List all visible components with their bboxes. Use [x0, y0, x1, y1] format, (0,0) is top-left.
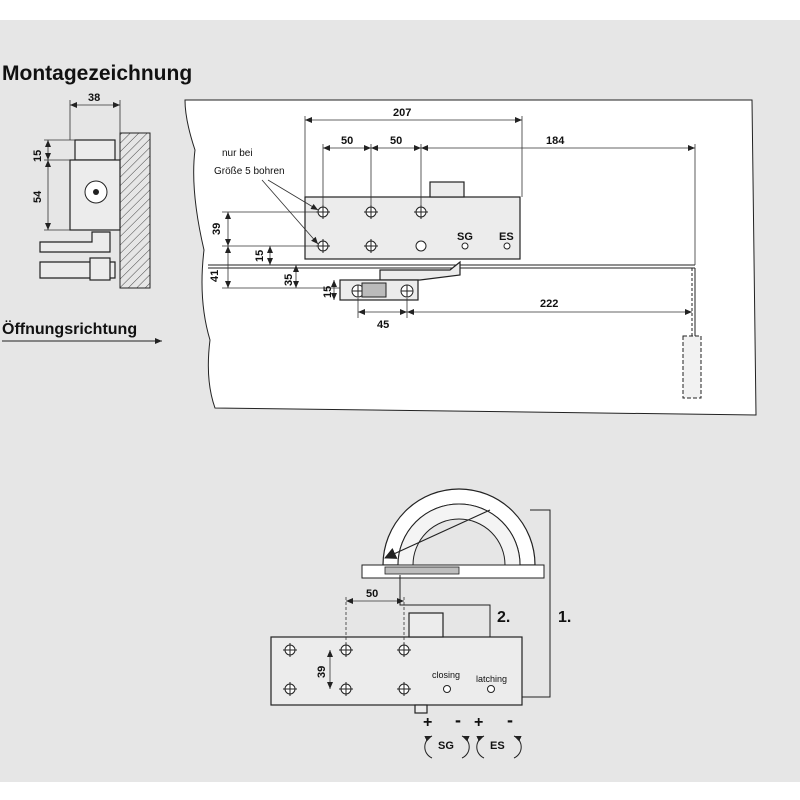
sg-rotate-cw-icon — [461, 735, 470, 759]
closer-spindle-front — [408, 612, 444, 638]
es-minus: - — [507, 710, 513, 730]
mounting-holes — [316, 205, 428, 253]
note-line-1: nur bei — [222, 148, 253, 159]
dim-184: 184 — [546, 135, 565, 147]
arm-upper — [39, 231, 111, 253]
front-view: SG ES nur bei Größe 5 bohren 207 — [184, 99, 757, 416]
hole — [415, 240, 427, 252]
dim-50-a: 50 — [341, 135, 353, 147]
sg-rotate-ccw-icon — [424, 735, 433, 759]
note-line-2: Größe 5 bohren — [214, 166, 285, 177]
dim-15-front: 15 — [254, 250, 266, 262]
dim-39: 39 — [211, 223, 223, 235]
arm-shoe — [89, 257, 111, 281]
dim-15-bracket: 15 — [322, 286, 334, 298]
dim-207: 207 — [393, 107, 411, 119]
step-2-label: 2. — [497, 609, 510, 626]
drawing-title: Montagezeichnung — [2, 62, 192, 85]
opening-direction-label: Öffnungsrichtung — [2, 319, 137, 338]
latching-valve-icon — [487, 685, 495, 693]
dim-41: 41 — [209, 270, 221, 282]
dim-50-b: 50 — [390, 135, 402, 147]
dim-38: 38 — [88, 92, 100, 104]
valve-sg-label: SG — [457, 231, 473, 243]
opening-direction: Öffnungsrichtung — [2, 319, 162, 344]
closer-top — [74, 139, 116, 161]
es-rotate-cw-icon — [513, 735, 522, 759]
closing-valve-icon — [443, 685, 451, 693]
spindle-center — [93, 189, 99, 195]
es-label: ES — [490, 740, 505, 752]
dim-54-side: 54 — [32, 190, 44, 203]
es-plus: + — [474, 714, 483, 731]
adjust-dim-50: 50 — [366, 588, 378, 600]
valve-stem — [414, 704, 428, 714]
sg-minus: - — [455, 710, 461, 730]
valve-es-label: ES — [499, 231, 514, 243]
adjustment-view: 1. 2. closing latching 50 39 + — [270, 488, 571, 759]
valve-es-icon — [503, 242, 511, 250]
dim-35: 35 — [283, 274, 295, 286]
sg-label: SG — [438, 740, 454, 752]
adjust-dim-39: 39 — [316, 666, 328, 678]
closer-spindle-housing — [429, 181, 465, 198]
wall-section — [119, 132, 151, 289]
valve-sg-icon — [461, 242, 469, 250]
dial-slot — [384, 566, 460, 575]
step-1-label: 1. — [558, 609, 571, 626]
dim-222: 222 — [540, 298, 558, 310]
es-rotate-ccw-icon — [476, 735, 485, 759]
sg-plus: + — [423, 714, 432, 731]
closer-body-front — [270, 636, 523, 706]
closer-body — [304, 196, 521, 260]
latching-label: latching — [476, 674, 507, 684]
dial-arrow — [384, 509, 491, 559]
dim-15-side: 15 — [32, 150, 44, 162]
dim-45: 45 — [377, 319, 389, 331]
closing-label: closing — [432, 670, 460, 680]
door-hinge — [682, 335, 702, 399]
side-view: 38 15 54 — [32, 92, 151, 289]
